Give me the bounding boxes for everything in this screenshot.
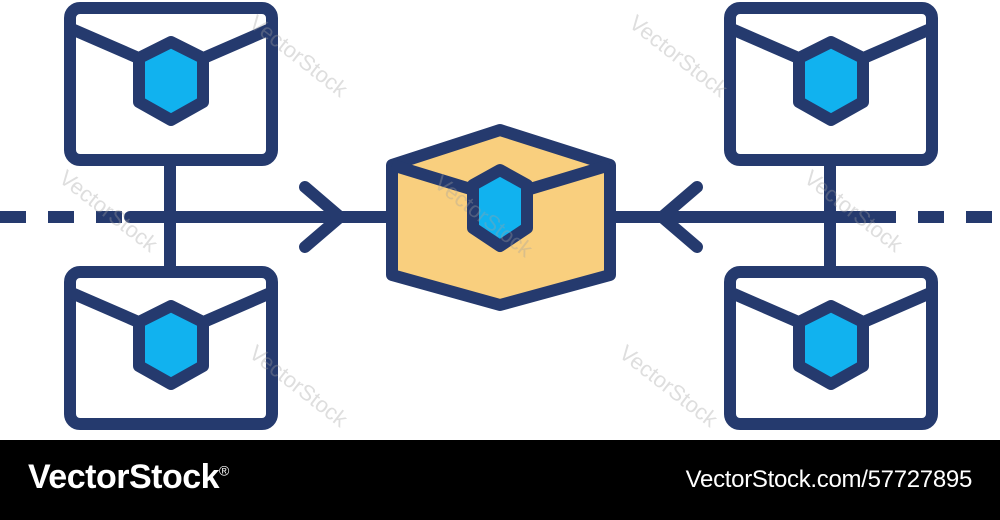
hexagon-token-icon — [133, 36, 209, 126]
envelope-icon — [64, 2, 278, 166]
brand-name: VectorStock — [28, 458, 220, 496]
envelope-icon — [64, 266, 278, 430]
blockchain-network-diagram — [0, 2, 1000, 430]
registered-mark: ® — [219, 462, 229, 479]
hexagon-token-icon — [467, 164, 533, 252]
envelope-icon — [724, 266, 938, 430]
arrow-icon — [656, 181, 703, 253]
arrow-icon — [299, 181, 346, 253]
brand-logo: VectorStock® — [28, 458, 229, 497]
image-id: VectorStock.com/57727895 — [685, 466, 973, 493]
footer-bar: VectorStock® VectorStock.com/57727895 — [0, 440, 1000, 520]
package-box-icon — [386, 124, 616, 311]
hexagon-token-icon — [793, 300, 869, 390]
envelope-icon — [724, 2, 938, 166]
hexagon-token-icon — [793, 36, 869, 126]
hexagon-token-icon — [133, 300, 209, 390]
diagram-canvas: VectorStock VectorStock VectorStock Vect… — [0, 2, 1000, 432]
